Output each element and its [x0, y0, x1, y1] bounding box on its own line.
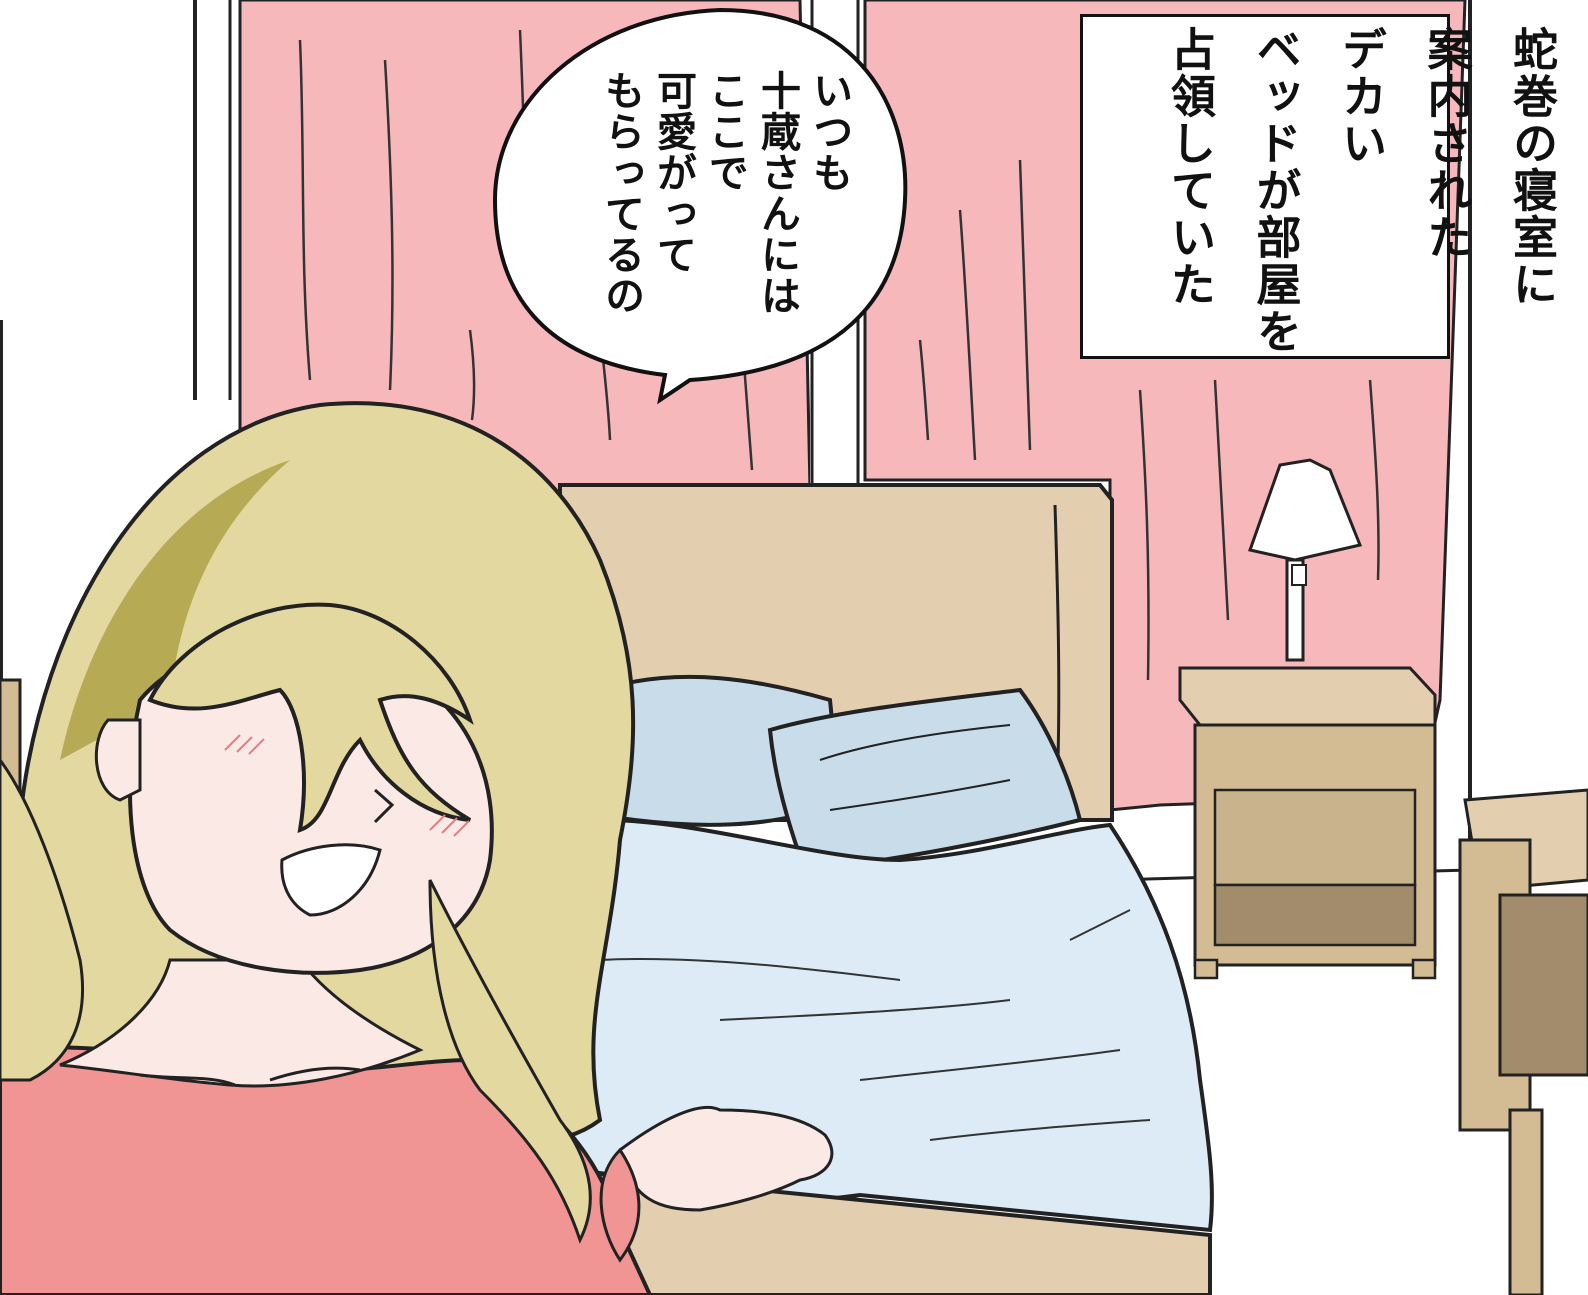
speech-line: もらってるの — [598, 70, 644, 316]
caption-line: 占領していた — [1163, 26, 1216, 308]
caption-line: ベッドが部屋を — [1248, 26, 1302, 355]
speech-bubble-text: いつも 十蔵さんには ここで 可愛がって もらってるの — [595, 70, 855, 316]
desk — [1458, 788, 1588, 1295]
speech-line: 十蔵さんには — [754, 70, 800, 316]
speech-line: ここで — [702, 70, 748, 193]
pillow-front — [767, 687, 1083, 873]
speech-line: いつも — [806, 70, 852, 193]
caption-line: 蛇巻の寝室に — [1505, 26, 1558, 308]
caption-line: デカい — [1334, 26, 1387, 167]
speech-bubble — [492, 7, 908, 405]
narration-caption-text: 蛇巻の寝室に 案内された デカい ベッドが部屋を 占領していた — [1147, 26, 1575, 355]
caption-line: 案内された — [1419, 26, 1473, 261]
lamp-icon — [1248, 458, 1363, 662]
nightstand — [1178, 666, 1437, 980]
narration-caption-box — [1080, 14, 1450, 359]
speech-line: 可愛がって — [650, 70, 696, 275]
woman-character — [0, 401, 834, 1295]
